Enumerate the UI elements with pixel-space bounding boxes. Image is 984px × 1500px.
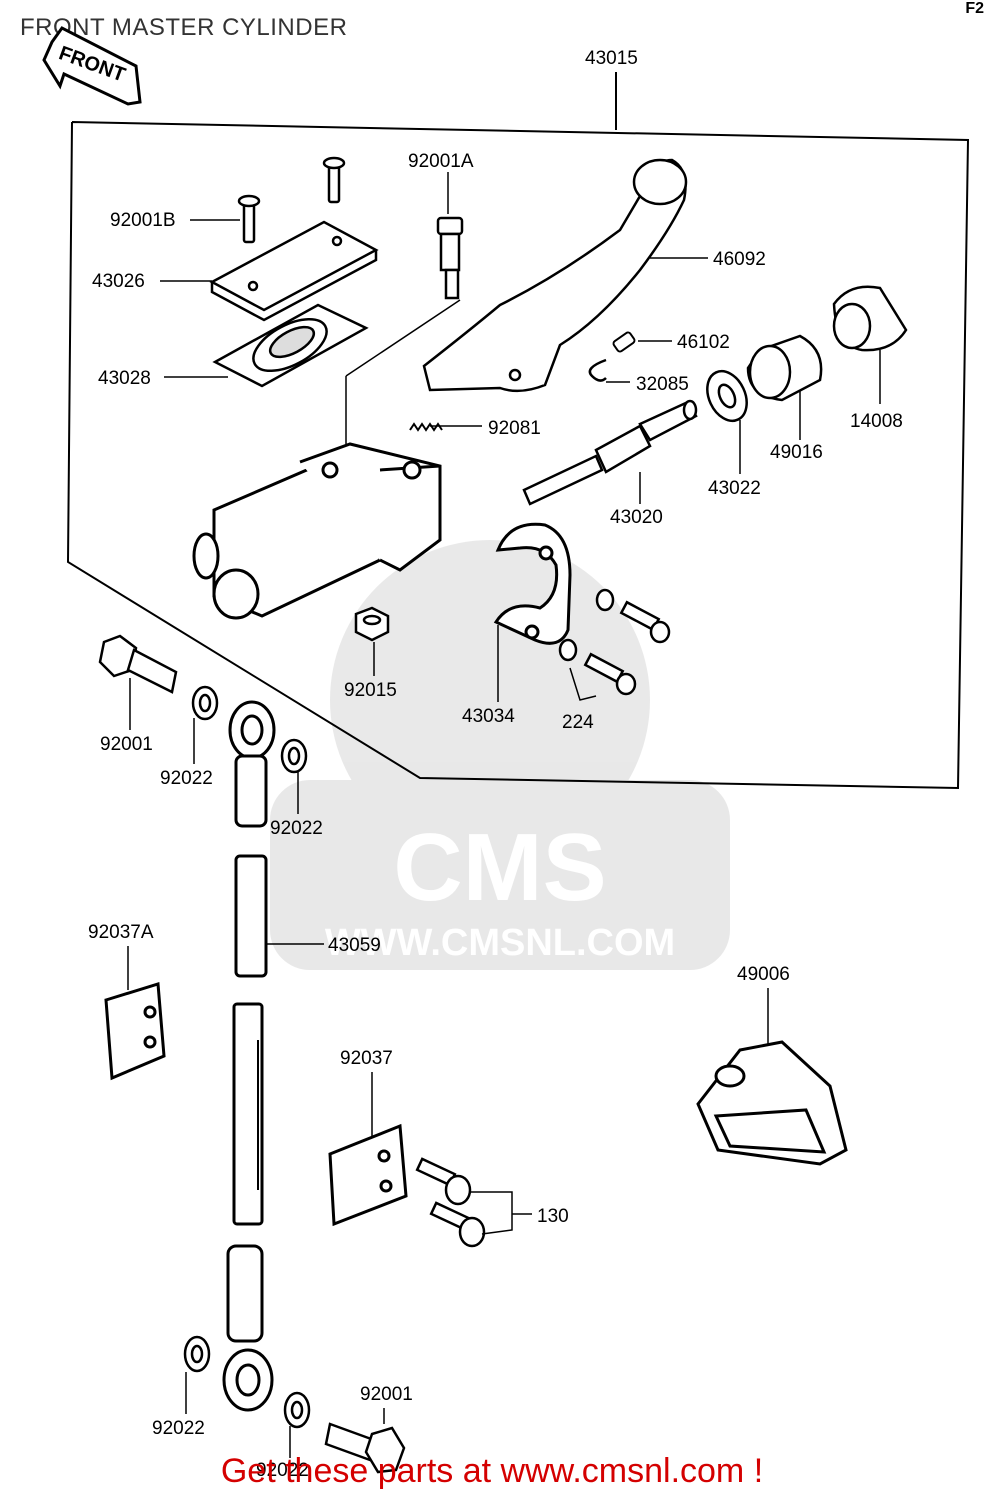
front-arrow-icon: FRONT [42,26,142,106]
banjo-bolt-bottom-icon [324,1422,406,1474]
label-43020: 43020 [610,507,663,528]
label-92001b: 92001B [110,210,176,231]
dust-boot-icon [832,285,908,352]
pivot-bolt-icon [436,216,464,300]
label-92022-c: 92022 [152,1418,205,1439]
clamp-bolts-icon [558,588,671,696]
assembly-outline [66,121,970,790]
bracket-bolts-icon [415,1157,486,1248]
label-92037: 92037 [340,1048,393,1069]
spring-icon [409,422,443,432]
watermark-badge [270,780,730,970]
brake-hose-icon [222,700,276,1412]
page-code: F2 [965,0,984,17]
label-92037a: 92037A [88,922,154,943]
watermark-url: WWW.CMSNL.COM [325,922,675,964]
clip-32085-icon [588,358,607,382]
label-92022-a: 92022 [160,768,213,789]
label-49006: 49006 [737,964,790,985]
washer-92022-icon [183,685,311,1429]
label-43015: 43015 [585,48,638,69]
label-92022-d: 92022 [256,1460,309,1481]
screw-92001b-icon [237,156,346,244]
label-43026: 43026 [92,271,145,292]
label-46092: 46092 [713,249,766,270]
hose-bracket-92037a-icon [104,982,166,1081]
part-labels: 43015 92001A 92001B 46092 43026 46102 43… [88,48,903,1481]
label-32085: 32085 [636,374,689,395]
bushing-49016-icon [746,334,823,402]
label-92001-bottom: 92001 [360,1384,413,1405]
reservoir-cap-icon [209,220,379,322]
piston-assembly-icon [522,399,698,506]
brake-lever-icon [422,158,688,393]
watermark: CMS WWW.CMSNL.COM [270,540,730,970]
banjo-bolt-top-icon [98,634,178,694]
label-130: 130 [537,1206,569,1227]
label-224: 224 [562,712,594,733]
label-92001-top: 92001 [100,734,153,755]
label-14008: 14008 [850,411,903,432]
master-cylinder-body-icon [192,442,442,620]
washer-43022-icon [706,369,748,423]
pin-46102-icon [612,331,636,353]
watermark-brand: CMS [393,814,606,921]
label-43028: 43028 [98,368,151,389]
diaphragm-icon [212,303,369,388]
label-43059: 43059 [328,935,381,956]
hose-bracket-92037-icon [328,1123,408,1227]
label-49016: 49016 [770,442,823,463]
label-43022: 43022 [708,478,761,499]
label-43034: 43034 [462,706,515,727]
footer-link[interactable]: Get these parts at www.cmsnl.com ! [220,1452,764,1490]
leader-lines [127,172,881,1458]
label-92015: 92015 [344,680,397,701]
label-92081: 92081 [488,418,541,439]
label-92001a: 92001A [408,151,474,172]
clamp-43034-icon [493,522,572,645]
label-46102: 46102 [677,332,730,353]
holder-49006-icon [696,1040,848,1166]
label-92022-b: 92022 [270,818,323,839]
nut-92015-icon [354,606,390,642]
